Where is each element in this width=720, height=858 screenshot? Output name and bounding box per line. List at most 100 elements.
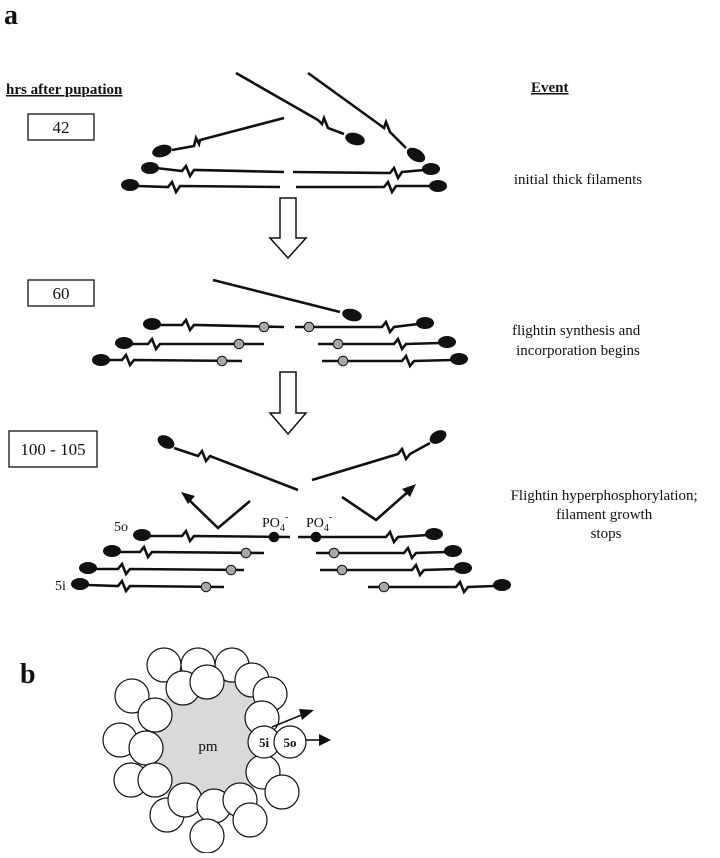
time-box-42: 42 <box>27 113 95 141</box>
down-arrow-2 <box>268 371 308 436</box>
stage-60-filaments <box>92 278 468 369</box>
filament-circle <box>232 802 268 838</box>
filament-5o-label: 5o <box>284 735 297 750</box>
thick-filament-row2-right <box>296 179 430 195</box>
myosin-head <box>121 179 139 191</box>
thick-filament-row1-left <box>160 317 285 333</box>
free-myosin-left <box>171 116 285 152</box>
myosin-head <box>450 353 468 365</box>
time-box-42-label: 42 <box>53 118 70 137</box>
release-arrow-left-head <box>181 492 195 504</box>
myosin-head <box>71 578 89 590</box>
thick-filament-row2-right <box>318 336 441 352</box>
filament-circle <box>137 697 173 733</box>
panel-b-label: b <box>20 659 36 690</box>
myosin-head <box>429 180 447 192</box>
time-box-60: 60 <box>27 279 95 307</box>
panel-a-label: a <box>4 0 18 31</box>
myosin-head <box>406 147 426 163</box>
filament-label-5i: 5i <box>55 579 66 594</box>
flightin-dot <box>378 581 390 593</box>
filament-circle <box>189 664 225 700</box>
event-column-header: Event <box>531 80 569 96</box>
time-box-100-105-label: 100 - 105 <box>20 440 85 459</box>
flightin-dot <box>336 564 348 576</box>
myosin-head <box>444 545 462 557</box>
arrowheads <box>181 484 416 504</box>
free-myosin-right <box>311 441 431 482</box>
down-arrow-1 <box>268 197 308 260</box>
thick-filament-row2-left <box>137 179 281 195</box>
arrow-5i <box>271 713 305 728</box>
event-stage-60: flightin synthesis and incorporation beg… <box>512 323 644 359</box>
phosphorylated-flightin-dot <box>268 531 280 543</box>
filament-circle <box>137 762 173 798</box>
event-stage-60-line-1: flightin synthesis and <box>512 323 641 339</box>
event-stage-100-line-2: filament growth <box>556 507 653 523</box>
thick-filament-row1-left <box>155 163 285 179</box>
arrow-5o-head <box>319 734 331 746</box>
cross-section-diagram: pm 5i 5o <box>102 647 331 854</box>
release-arrow-right <box>341 489 411 522</box>
myosin-head <box>152 144 172 158</box>
thick-filament-row3-left <box>108 352 243 368</box>
thick-filament-row1-right <box>295 319 419 335</box>
flightin-dot <box>216 355 228 367</box>
filament-circles <box>102 647 307 854</box>
flightin-dot <box>233 338 245 350</box>
flightin-dot <box>200 581 212 593</box>
event-stage-42: initial thick filaments <box>514 172 642 188</box>
event-stage-60-line-2: incorporation begins <box>516 343 640 359</box>
stage-100-filaments <box>71 430 511 595</box>
pm-label: pm <box>198 739 218 755</box>
phosphorylated-flightin-dot <box>310 531 322 543</box>
free-myosin-left <box>173 446 299 492</box>
stage-42-filaments <box>121 71 447 195</box>
phosphate-label-left: PO4- <box>262 512 288 534</box>
thick-filament-row1-right <box>292 165 425 181</box>
myosin-head <box>416 317 434 329</box>
thick-filament-5i-right <box>368 579 495 595</box>
event-stage-100: Flightin hyperphosphorylation; filament … <box>511 488 702 542</box>
myosin-head <box>345 132 365 146</box>
myosin-head <box>422 163 440 175</box>
thick-filament-row3-right <box>322 353 453 369</box>
phosphate-label-right: PO4- <box>306 512 332 534</box>
filament-label-5o: 5o <box>114 520 128 535</box>
free-myosin-right <box>307 71 407 149</box>
flightin-dot <box>303 321 315 333</box>
thick-filament-5o-right <box>298 529 429 545</box>
free-myosin-mid <box>235 71 345 136</box>
filament-circle <box>264 774 300 810</box>
time-box-60-label: 60 <box>53 284 70 303</box>
myosin-head <box>454 562 472 574</box>
release-arrow-right-head <box>402 484 416 497</box>
arrow-5i-head <box>299 709 314 720</box>
thick-filament-5i-left <box>87 578 225 594</box>
myosin-head <box>143 318 161 330</box>
myosin-head <box>493 579 511 591</box>
myosin-head <box>438 336 456 348</box>
myosin-head <box>342 308 362 322</box>
flightin-dot <box>225 564 237 576</box>
flightin-dot <box>337 355 349 367</box>
filament-circle-5o <box>273 725 307 759</box>
movement-arrows <box>271 709 331 746</box>
filament-circle <box>167 782 203 818</box>
filament-circle <box>128 730 164 766</box>
time-box-100-105: 100 - 105 <box>8 430 98 468</box>
event-stage-100-line-1: Flightin hyperphosphorylation; <box>511 488 698 504</box>
flightin-dot <box>332 338 344 350</box>
myosin-head <box>79 562 97 574</box>
pm-core <box>150 675 266 815</box>
myosin-head <box>103 545 121 557</box>
myosin-head <box>429 430 447 444</box>
free-myosin <box>212 278 341 314</box>
filament-circle <box>189 818 225 854</box>
myosin-head <box>115 337 133 349</box>
event-stage-42-line-1: initial thick filaments <box>514 172 642 188</box>
flightin-dot <box>328 547 340 559</box>
event-stage-100-line-3: stops <box>591 526 622 542</box>
